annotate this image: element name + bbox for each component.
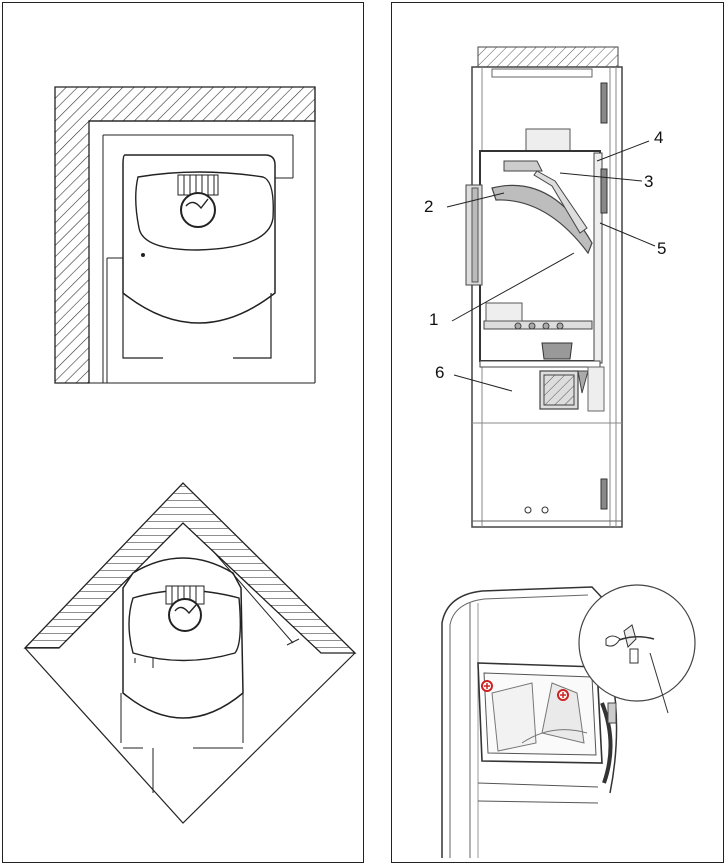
- callout-3: 3: [644, 172, 653, 191]
- detail-magnifier: [579, 585, 695, 701]
- stove-section-svg: 1 2 3 4 5 6: [392, 3, 725, 864]
- stove-cross-section: [466, 47, 622, 527]
- right-panel-stove-section: 1 2 3 4 5 6: [391, 2, 724, 863]
- flue-outlet: [178, 175, 218, 227]
- callout-4: 4: [654, 128, 663, 147]
- callout-1: 1: [429, 310, 438, 329]
- callout-6: 6: [435, 363, 444, 382]
- installation-plan-svg: [3, 3, 365, 864]
- screw-right: [558, 690, 568, 700]
- callout-2: 2: [424, 197, 433, 216]
- diagonal-corner-top-view: [25, 483, 355, 823]
- left-panel-installation-views: [2, 2, 364, 863]
- callout-5: 5: [657, 239, 666, 258]
- flue-outlet-2: [166, 586, 204, 631]
- stove-door-perspective: [442, 585, 695, 858]
- wall-corner-top-view: [55, 87, 315, 383]
- screw-left: [482, 681, 492, 691]
